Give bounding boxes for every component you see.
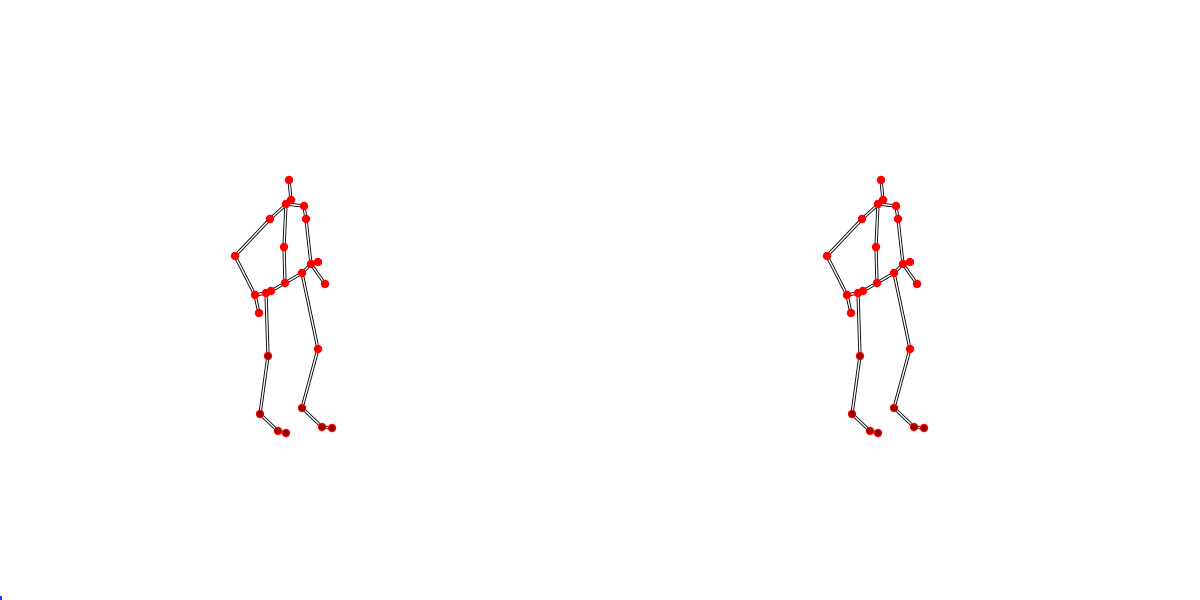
joint-ring-toeR <box>909 422 919 432</box>
joint-lWrist <box>250 290 260 300</box>
joint-toeR <box>318 423 326 431</box>
bone-kneeL-ankleL <box>259 355 269 415</box>
joint-hipL <box>261 288 271 298</box>
joint-rElbowB <box>905 257 915 267</box>
joint-head <box>284 175 294 185</box>
joint-hipR <box>889 268 899 278</box>
bone-lShoulder-lElbow <box>234 218 271 257</box>
joint-ring-ankleR <box>297 403 307 413</box>
bone-lShoulder-lElbow <box>826 218 863 257</box>
bone-lElbow-lWrist <box>234 255 256 296</box>
bone-ankleR-toeR <box>893 407 915 428</box>
right-skeleton <box>822 175 929 438</box>
joint-spine <box>871 242 881 252</box>
bone-hipR-kneeR <box>301 272 319 350</box>
joint-ring-toeR <box>317 422 327 432</box>
joint-ankleL <box>256 410 264 418</box>
bone-hipL-kneeL <box>265 292 269 357</box>
joint-lHand <box>254 308 264 318</box>
joint-spine <box>279 242 289 252</box>
joint-toeL <box>866 427 874 435</box>
bone-ankleR-toeR <box>301 407 323 428</box>
bone-kneeR-ankleR <box>301 348 319 409</box>
joint-lElbow <box>230 251 240 261</box>
joint-lElbow <box>822 251 832 261</box>
joint-ankleR <box>298 404 306 412</box>
joint-toeR2 <box>328 424 336 432</box>
joint-ring-toeL <box>273 426 283 436</box>
joint-toeL2 <box>282 429 290 437</box>
joint-toeL2 <box>874 429 882 437</box>
joint-rShoulder <box>891 201 901 211</box>
joint-head <box>876 175 886 185</box>
joint-hipC <box>872 278 882 288</box>
bone-kneeL-ankleL <box>851 355 861 415</box>
bone-rUpper-rElbowA <box>305 218 312 265</box>
joint-ring-toeL2 <box>873 428 883 438</box>
bone-kneeR-ankleR <box>893 348 911 409</box>
joint-lHand <box>846 308 856 318</box>
joint-rHand <box>912 279 922 289</box>
joint-lShoulder <box>265 214 275 224</box>
joint-rElbowA <box>306 259 316 269</box>
joint-kneeR <box>313 344 323 354</box>
left-skeleton <box>230 175 337 438</box>
bone-rUpper-rElbowA <box>897 218 904 265</box>
joint-hipR <box>297 268 307 278</box>
joint-ring-toeL <box>865 426 875 436</box>
joint-ankleL <box>848 410 856 418</box>
joint-ring-toeL2 <box>281 428 291 438</box>
bone-spine-hipC <box>283 246 286 284</box>
joint-rElbowB <box>313 257 323 267</box>
joint-ring-ankleL <box>847 409 857 419</box>
joint-kneeR <box>905 344 915 354</box>
joint-rUpper <box>301 214 311 224</box>
joint-kneeL <box>856 352 864 360</box>
joint-toeL <box>274 427 282 435</box>
joint-rHand <box>320 279 330 289</box>
joint-lShoulder <box>857 214 867 224</box>
bone-neckB-spine <box>283 203 287 248</box>
joint-rUpper <box>893 214 903 224</box>
joint-ring-toeR2 <box>327 423 337 433</box>
joint-lWrist <box>842 290 852 300</box>
joint-kneeL <box>264 352 272 360</box>
joint-toeR <box>910 423 918 431</box>
joint-rShoulder <box>299 201 309 211</box>
joint-ring-kneeL <box>263 351 273 361</box>
joint-rElbowA <box>898 259 908 269</box>
corner-mark <box>0 596 2 600</box>
bone-neckB-spine <box>875 203 879 248</box>
joint-ring-kneeL <box>855 351 865 361</box>
joint-neckB <box>873 199 883 209</box>
joint-ring-ankleR <box>889 403 899 413</box>
bone-lElbow-lWrist <box>826 255 848 296</box>
joint-toeR2 <box>920 424 928 432</box>
joint-neckB <box>281 199 291 209</box>
joint-hipC <box>280 278 290 288</box>
joint-ring-ankleL <box>255 409 265 419</box>
joint-ring-toeR2 <box>919 423 929 433</box>
bone-hipL-kneeL <box>857 292 861 357</box>
joint-ankleR <box>890 404 898 412</box>
joint-hipL <box>853 288 863 298</box>
bone-hipR-kneeR <box>893 272 911 350</box>
bone-spine-hipC <box>875 246 878 284</box>
